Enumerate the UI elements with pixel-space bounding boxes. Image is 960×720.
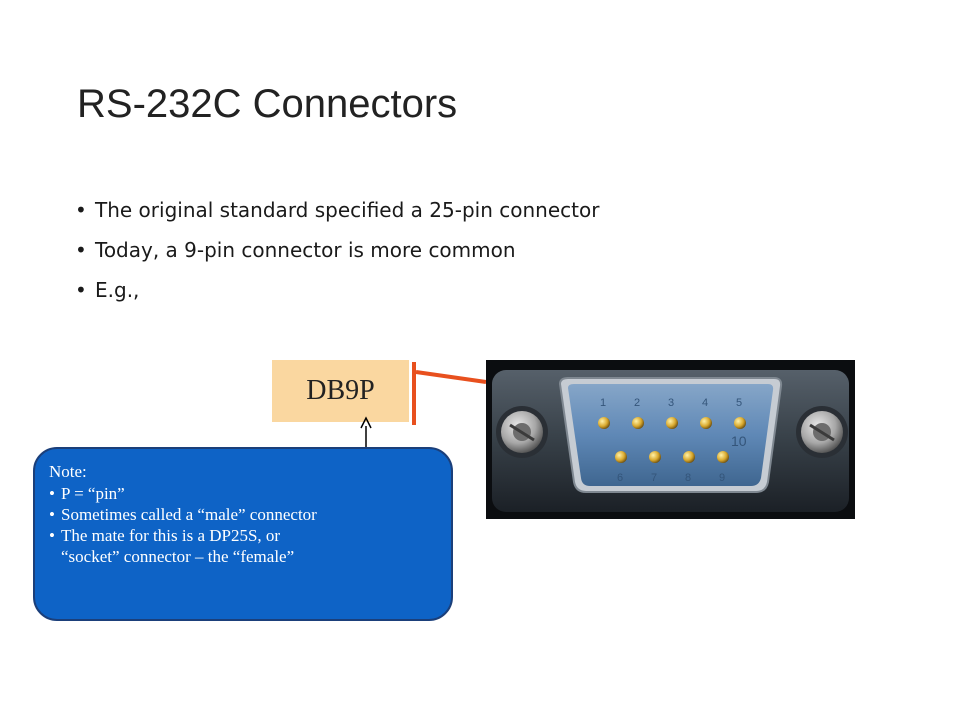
pin: [598, 417, 610, 429]
db9-connector-photo: 1 2 3 4 5 6 7 8 9 10: [486, 360, 855, 519]
note-item-text: P = “pin”: [61, 484, 125, 503]
pin: [632, 417, 644, 429]
pin: [717, 451, 729, 463]
pin-number: 6: [617, 472, 623, 484]
right-screw-icon: [796, 406, 848, 458]
note-list: • P = “pin” • Sometimes called a “male” co…: [49, 483, 451, 567]
note-item-text: The mate for this is a DP25S, or: [61, 526, 281, 545]
pin: [700, 417, 712, 429]
bullet-dot: •: [75, 198, 87, 222]
pin-number: 8: [685, 472, 691, 484]
pin-number: 1: [600, 397, 606, 409]
bullet-list: • The original standard specified a 25-pi…: [75, 196, 599, 316]
db9p-label-text: DB9P: [306, 375, 375, 406]
slide-title: RS-232C Connectors: [77, 82, 458, 126]
pin: [666, 417, 678, 429]
pin-number: 9: [719, 472, 725, 484]
pin: [649, 451, 661, 463]
bullet-text: Today, a 9-pin connector is more common: [95, 238, 516, 262]
note-item-text-continued: “socket” connector – the “female”: [61, 547, 295, 566]
db9p-label: DB9P: [272, 360, 409, 422]
pin-number: 5: [736, 397, 742, 409]
note-callout: Note: • P = “pin” • Sometimes called a “ma…: [33, 447, 453, 621]
bullet-text: The original standard specified a 25-pin…: [95, 198, 600, 222]
pin-row-bottom: [615, 451, 729, 463]
bullet-item: • The original standard specified a 25-pi…: [75, 196, 599, 236]
note-bullet: •: [49, 484, 55, 503]
note-bullet: •: [49, 526, 55, 545]
note-item-text: Sometimes called a “male” connector: [61, 505, 317, 524]
pin: [683, 451, 695, 463]
pin-number: 2: [634, 397, 640, 409]
bullet-dot: •: [75, 278, 87, 302]
bullet-item: • Today, a 9-pin connector is more common: [75, 236, 599, 276]
stamp-number: 10: [731, 433, 747, 449]
pin-number: 7: [651, 472, 657, 484]
pin-number: 3: [668, 397, 674, 409]
note-title: Note:: [49, 462, 87, 481]
left-screw-icon: [496, 406, 548, 458]
note-item: • Sometimes called a “male” connector: [49, 504, 451, 525]
pin: [615, 451, 627, 463]
pin-row-top: [598, 417, 746, 429]
note-item: • P = “pin”: [49, 483, 451, 504]
note-bullet: •: [49, 505, 55, 524]
label-pointer-line: [415, 370, 487, 384]
pin-number: 4: [702, 397, 708, 409]
note-item: • The mate for this is a DP25S, or “socket…: [49, 525, 451, 567]
pin: [734, 417, 746, 429]
bullet-text: E.g.,: [95, 278, 140, 302]
bullet-item: • E.g.,: [75, 276, 599, 316]
bullet-dot: •: [75, 238, 87, 262]
